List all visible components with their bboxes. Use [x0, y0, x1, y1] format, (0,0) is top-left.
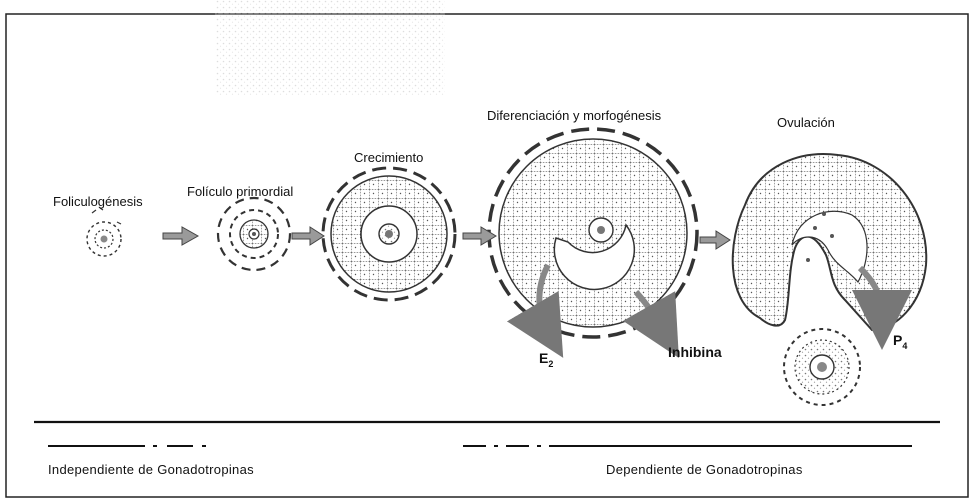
primordial-follicle	[218, 198, 290, 270]
stage-arrow-4	[700, 231, 730, 249]
legend-independiente: Independiente de Gonadotropinas	[48, 462, 254, 477]
growing-follicle	[323, 168, 455, 300]
antral-follicle	[489, 129, 697, 337]
label-ovulacion: Ovulación	[777, 115, 835, 130]
legend-dependiente: Dependiente de Gonadotropinas	[606, 462, 803, 477]
diagram-frame	[6, 14, 968, 497]
stage-arrow-1	[163, 227, 198, 245]
label-diferenciacion: Diferenciación y morfogénesis	[487, 108, 661, 123]
e2-base: E	[539, 350, 548, 366]
released-oocyte	[784, 329, 860, 405]
p4-base: P	[893, 332, 902, 348]
stage-arrow-2	[292, 227, 324, 245]
label-e2: E2	[539, 350, 553, 369]
scan-noise	[215, 0, 445, 95]
p4-subscript: 4	[902, 341, 907, 351]
label-foliculogenesis: Foliculogénesis	[53, 194, 143, 209]
e2-subscript: 2	[548, 359, 553, 369]
label-primordial: Folículo primordial	[187, 184, 293, 199]
label-crecimiento: Crecimiento	[354, 150, 423, 165]
label-inhibina: Inhibina	[668, 344, 722, 360]
label-p4: P4	[893, 332, 907, 351]
foliculogenesis-follicle	[87, 208, 121, 256]
ovulating-follicle	[733, 154, 927, 330]
